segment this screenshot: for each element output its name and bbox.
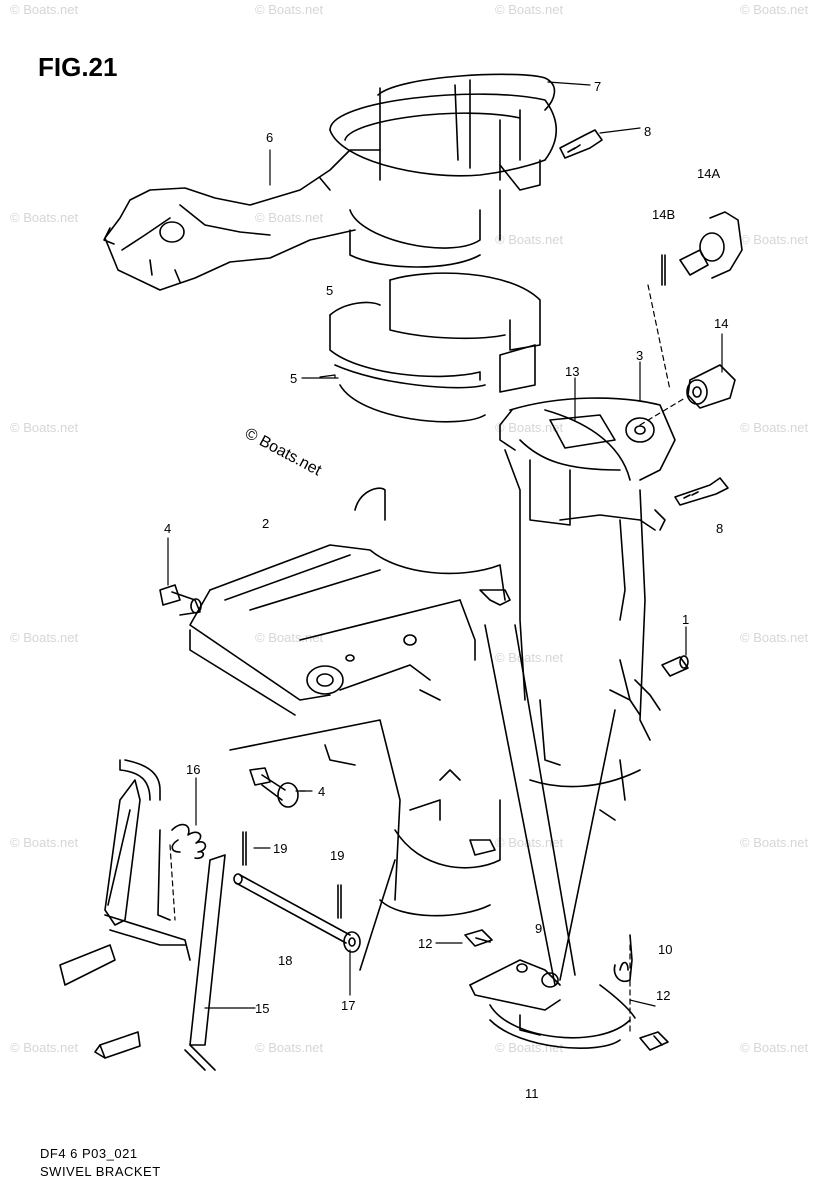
watermark: © Boats.net [740, 2, 809, 17]
callout-18[interactable]: 18 [278, 953, 293, 968]
watermark: © Boats.net [10, 1040, 79, 1055]
callout-19[interactable]: 19 [273, 841, 288, 856]
part-8-bolt [559, 129, 603, 159]
watermark: © Boats.net [10, 630, 79, 645]
watermark: © Boats.net [255, 210, 324, 225]
watermark: © Boats.net [740, 835, 809, 850]
watermark: © Boats.net [255, 1040, 324, 1055]
diagram-caption: SWIVEL BRACKET [40, 1164, 161, 1179]
callout-15[interactable]: 15 [255, 1001, 270, 1016]
watermark: © Boats.net [740, 630, 809, 645]
callout-6[interactable]: 6 [266, 130, 274, 145]
watermark: © Boats.net [495, 420, 564, 435]
part-3-swivel-bracket [499, 397, 676, 821]
part-4-bolt [249, 767, 299, 808]
watermark: © Boats.net [495, 835, 564, 850]
part-12-bolt [464, 929, 493, 947]
watermark: © Boats.net [495, 650, 564, 665]
leader-lines [167, 81, 723, 1009]
part-5-bushing [329, 272, 541, 423]
watermark: © Boats.net [10, 2, 79, 17]
part-2-stern-bracket [189, 487, 511, 971]
callout-14a[interactable]: 14A [697, 166, 721, 181]
callout-4[interactable]: 4 [164, 521, 172, 536]
callout-11[interactable]: 11 [525, 1086, 539, 1101]
watermark: © Boats.net [740, 420, 809, 435]
figure-title: FIG.21 [38, 52, 118, 82]
part-18-shaft [233, 873, 351, 944]
callout-14b[interactable]: 14B [652, 207, 676, 222]
callout-5[interactable]: 5 [326, 283, 334, 298]
callout-7[interactable]: 7 [594, 79, 602, 94]
part-8-bolt [674, 477, 729, 506]
part-19-pin [242, 831, 342, 919]
watermark: © Boats.net [255, 2, 324, 17]
watermark: © Boats.net [10, 835, 79, 850]
part-14a-stopper-screw [679, 211, 743, 279]
callout-14[interactable]: 14 [714, 316, 729, 331]
part-13-plate [549, 414, 616, 449]
callout-1[interactable]: 1 [682, 612, 690, 627]
callout-8[interactable]: 8 [644, 124, 652, 139]
part-10-clip [613, 934, 633, 983]
part-17-washer [343, 931, 361, 953]
callout-9[interactable]: 9 [535, 921, 543, 936]
callout-13[interactable]: 13 [565, 364, 580, 379]
part-15-tilt-lever [59, 759, 226, 1071]
part-14-stopper [686, 364, 736, 409]
callout-12[interactable]: 12 [418, 936, 433, 951]
part-6-clamp-bracket [103, 149, 381, 291]
watermark: © Boats.net [495, 1040, 564, 1055]
watermark: © Boats.net [10, 420, 79, 435]
watermark: © Boats.net [495, 232, 564, 247]
part-12-bolt [639, 1031, 669, 1051]
callout-3[interactable]: 3 [636, 348, 644, 363]
part-16-spring [171, 823, 207, 860]
part-14b-pin [661, 254, 666, 286]
callout-8[interactable]: 8 [716, 521, 724, 536]
assembly-lines [169, 284, 686, 1036]
callout-10[interactable]: 10 [658, 942, 673, 957]
callout-12[interactable]: 12 [656, 988, 671, 1003]
callout-17[interactable]: 17 [341, 998, 356, 1013]
part-11-lower-bracket [469, 624, 636, 1049]
fwd-arrow-icon [94, 1031, 141, 1059]
watermark: © Boats.net [740, 232, 809, 247]
part-7-sleeve [329, 73, 557, 268]
callout-4[interactable]: 4 [318, 784, 326, 799]
callout-19[interactable]: 19 [330, 848, 345, 863]
callout-2[interactable]: 2 [262, 516, 270, 531]
diagram-code: DF4 6 P03_021 [40, 1146, 138, 1161]
watermark: © Boats.net [10, 210, 79, 225]
watermark: © Boats.net [255, 630, 324, 645]
callout-16[interactable]: 16 [186, 762, 201, 777]
watermark: © Boats.net [495, 2, 564, 17]
part-4-bolt [159, 584, 202, 616]
watermark: © Boats.net [740, 1040, 809, 1055]
callout-5[interactable]: 5 [290, 371, 298, 386]
part-1-collar [661, 655, 689, 677]
